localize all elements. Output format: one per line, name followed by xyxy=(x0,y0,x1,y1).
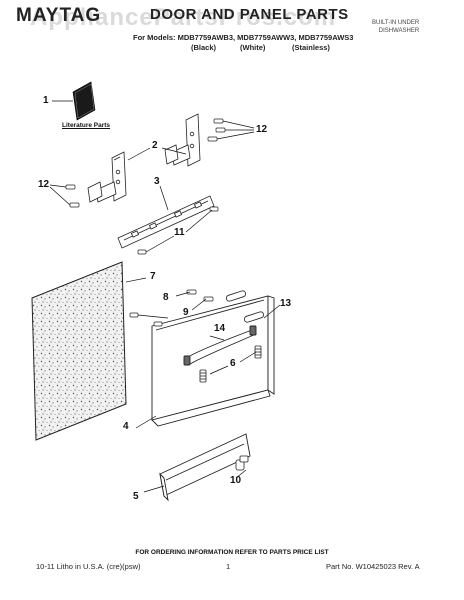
brand-logo: MAYTAG xyxy=(16,5,102,26)
part-number: Part No. W10425023 Rev. A xyxy=(326,562,420,571)
variant-white: (White) xyxy=(240,43,266,52)
callout-6: 6 xyxy=(230,358,236,369)
product-type-line-2: DISHWASHER xyxy=(378,28,420,34)
callout-3: 3 xyxy=(154,176,160,187)
door-insulation-panel xyxy=(31,261,127,441)
litho-info: 10-11 Litho in U.S.A. (cre)(psw) xyxy=(36,562,141,571)
handle-screws xyxy=(129,289,214,327)
callout-11: 11 xyxy=(174,227,185,238)
models-line: For Models: MDB7759AWB3, MDB7759AWW3, MD… xyxy=(133,33,354,42)
callout-1: 1 xyxy=(43,95,49,106)
callout-12-right: 12 xyxy=(256,124,268,135)
outer-door-panel xyxy=(151,295,275,427)
right-hinge-bracket xyxy=(164,113,201,167)
callout-10: 10 xyxy=(230,475,242,486)
callout-12-left: 12 xyxy=(38,179,50,190)
callout-7: 7 xyxy=(150,271,156,282)
callout-13: 13 xyxy=(280,298,292,309)
page-title: DOOR AND PANEL PARTS xyxy=(150,6,349,23)
product-type-line-1: BUILT-IN UNDER xyxy=(372,20,420,26)
watermark: AppliancePartsPros.com xyxy=(30,4,337,31)
callout-4: 4 xyxy=(123,421,129,432)
door-brace xyxy=(117,195,215,249)
callout-5: 5 xyxy=(133,491,139,502)
callout-2: 2 xyxy=(152,140,158,151)
ordering-note: FOR ORDERING INFORMATION REFER TO PARTS … xyxy=(135,549,329,556)
page-number: 1 xyxy=(226,562,231,571)
variant-black: (Black) xyxy=(191,43,217,52)
handle-end-caps xyxy=(225,290,265,323)
callout-14: 14 xyxy=(214,323,226,334)
product-type: BUILT-IN UNDER DISHWASHER xyxy=(372,19,419,35)
literature-booklet xyxy=(72,81,96,121)
handle-spacers xyxy=(199,345,262,383)
kick-panel-clip xyxy=(235,455,249,471)
callout-9: 9 xyxy=(183,307,189,318)
literature-parts-label: Literature Parts xyxy=(62,122,111,129)
left-hinge-bracket xyxy=(87,151,127,203)
callout-8: 8 xyxy=(163,292,169,303)
door-handle xyxy=(183,325,257,366)
kick-panel xyxy=(159,433,251,502)
variant-stainless: (Stainless) xyxy=(292,43,330,52)
